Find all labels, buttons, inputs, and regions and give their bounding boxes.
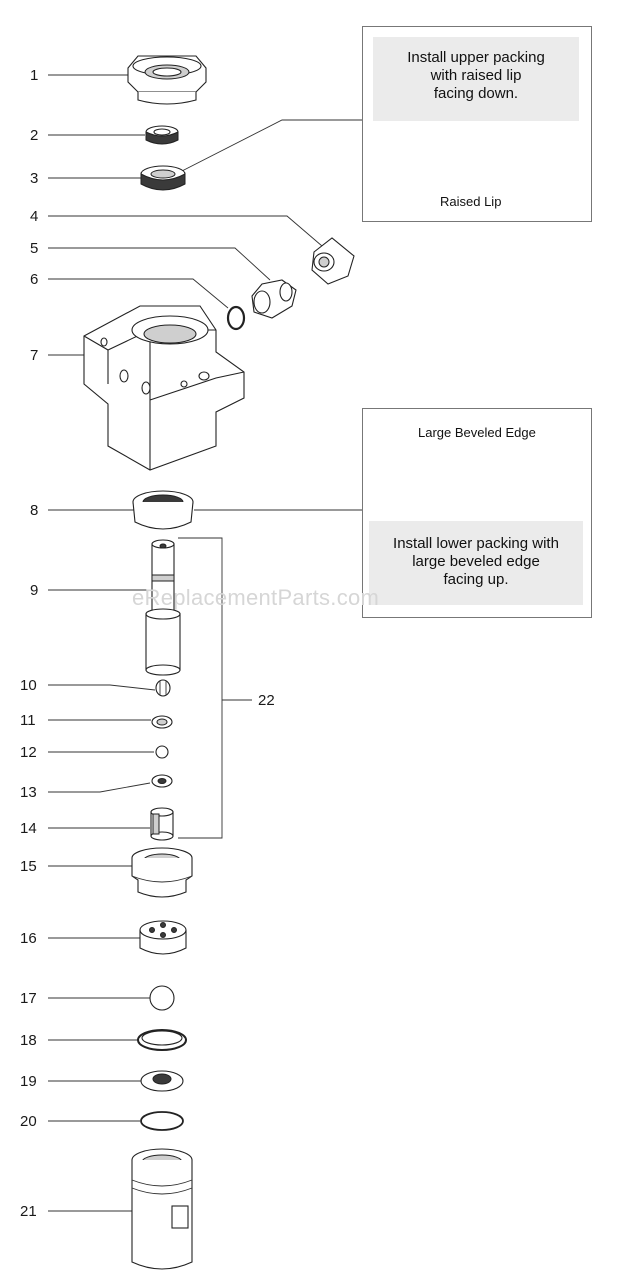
lower-note-line-3: facing up. bbox=[443, 571, 509, 588]
lower-packing-note-text: Install lower packing with large beveled… bbox=[369, 521, 583, 605]
part-number-16: 16 bbox=[20, 930, 37, 947]
lower-note-line-2: large beveled edge bbox=[412, 553, 540, 570]
part-number-20: 20 bbox=[20, 1113, 37, 1130]
part-number-13: 13 bbox=[20, 784, 37, 801]
part-number-1: 1 bbox=[30, 67, 38, 84]
part-number-3: 3 bbox=[30, 170, 38, 187]
large-beveled-edge-label: Large Beveled Edge bbox=[418, 425, 536, 440]
part-10-cage bbox=[155, 679, 171, 697]
part-20-o-ring bbox=[140, 1111, 184, 1131]
part-number-22: 22 bbox=[258, 692, 275, 709]
part-2-adapter-ring bbox=[145, 125, 179, 145]
part-8-lower-packing bbox=[132, 490, 194, 530]
part-15-foot-valve-housing bbox=[131, 847, 193, 898]
part-13-seat bbox=[151, 774, 173, 788]
upper-note-line-2: with raised lip bbox=[430, 67, 522, 84]
part-number-12: 12 bbox=[20, 744, 37, 761]
part-16-valve-body bbox=[139, 920, 187, 955]
part-number-4: 4 bbox=[30, 208, 38, 225]
leader-lines bbox=[48, 74, 362, 1212]
part-21-intake-housing bbox=[131, 1148, 193, 1270]
part-number-10: 10 bbox=[20, 677, 37, 694]
part-number-8: 8 bbox=[30, 502, 38, 519]
part-3-upper-packing bbox=[140, 165, 186, 191]
part-17-ball bbox=[149, 985, 175, 1011]
part-number-21: 21 bbox=[20, 1203, 37, 1220]
part-number-19: 19 bbox=[20, 1073, 37, 1090]
part-number-5: 5 bbox=[30, 240, 38, 257]
part-numbers: 1 2 3 4 5 6 7 8 9 10 11 12 13 14 15 16 1… bbox=[20, 67, 275, 1220]
part-number-15: 15 bbox=[20, 858, 37, 875]
part-4-fitting bbox=[311, 237, 355, 285]
part-7-pump-block bbox=[83, 305, 245, 471]
upper-note-line-1: Install upper packing bbox=[407, 49, 545, 66]
part-14-retainer bbox=[150, 807, 174, 841]
part-number-2: 2 bbox=[30, 127, 38, 144]
part-number-18: 18 bbox=[20, 1032, 37, 1049]
part-18-seal-ring bbox=[137, 1029, 187, 1051]
part-number-6: 6 bbox=[30, 271, 38, 288]
part-1-packing-nut bbox=[127, 55, 207, 105]
part-9-piston-rod bbox=[145, 539, 181, 676]
lower-packing-note: Install lower packing with large beveled… bbox=[362, 408, 592, 618]
part-number-7: 7 bbox=[30, 347, 38, 364]
lower-note-line-1: Install lower packing with bbox=[393, 535, 559, 552]
upper-packing-note: Install upper packing with raised lip fa… bbox=[362, 26, 592, 222]
part-6-o-ring bbox=[226, 305, 246, 331]
part-12-ball bbox=[155, 745, 169, 759]
part-number-14: 14 bbox=[20, 820, 37, 837]
watermark: eReplacementParts.com bbox=[132, 585, 380, 610]
upper-packing-note-text: Install upper packing with raised lip fa… bbox=[373, 37, 579, 121]
upper-note-line-3: facing down. bbox=[433, 85, 519, 102]
part-number-11: 11 bbox=[20, 712, 36, 729]
raised-lip-label: Raised Lip bbox=[440, 194, 502, 209]
part-number-9: 9 bbox=[30, 582, 38, 599]
part-19-seat bbox=[140, 1070, 184, 1092]
part-5-nipple bbox=[251, 279, 297, 319]
part-number-17: 17 bbox=[20, 990, 37, 1007]
part-11-washer bbox=[151, 715, 173, 729]
